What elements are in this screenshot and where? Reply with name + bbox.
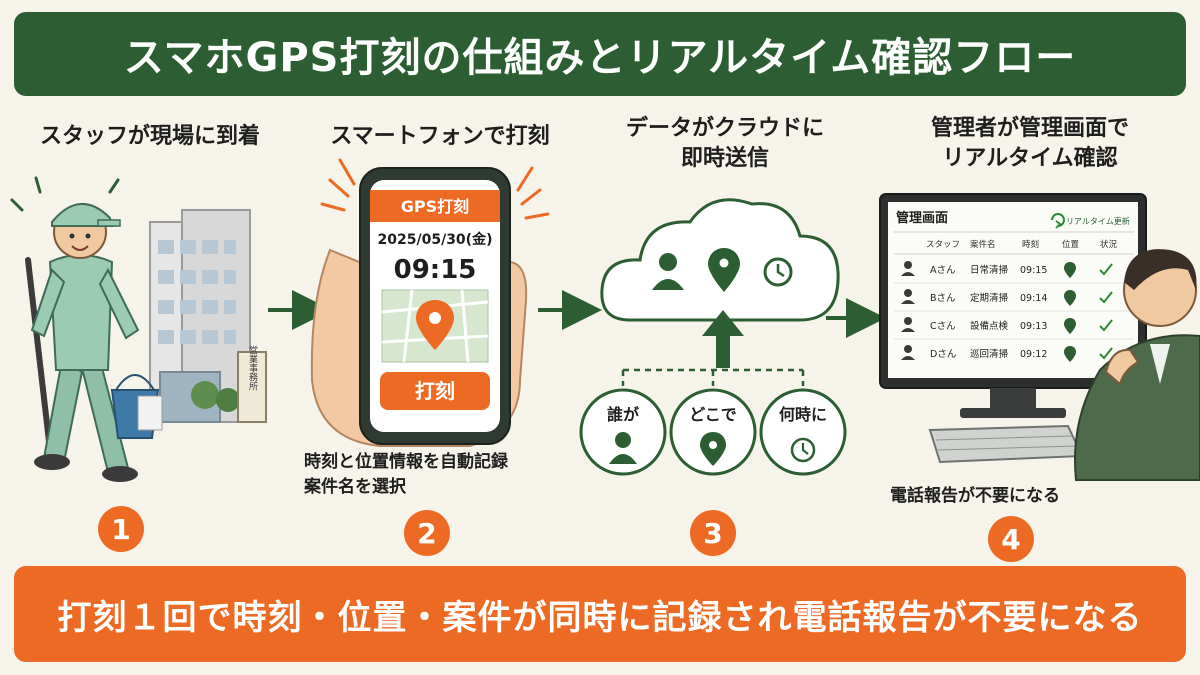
step-1-badge: 1 bbox=[98, 506, 144, 552]
table-row: Dさん 巡回清掃 09:12 bbox=[901, 345, 1113, 362]
building-sign: 営業事務所 bbox=[237, 344, 267, 423]
map-pin-icon bbox=[700, 432, 726, 466]
phone-date: 2025/05/30(金) bbox=[378, 231, 493, 248]
refresh-icon bbox=[1051, 213, 1065, 229]
svg-text:09:12: 09:12 bbox=[1020, 349, 1047, 360]
upload-arrow bbox=[702, 310, 744, 368]
page-title: スマホGPS打刻の仕組みとリアルタイム確認フロー bbox=[123, 35, 1077, 81]
svg-text:スタッフ: スタッフ bbox=[926, 240, 960, 250]
step-3-label-line-1: データがクラウドに bbox=[625, 116, 824, 141]
phone-sparkles bbox=[320, 158, 550, 220]
refresh-label: リアルタイム更新 bbox=[1066, 216, 1130, 226]
svg-text:Cさん: Cさん bbox=[930, 321, 956, 332]
step-2-badge: 2 bbox=[404, 510, 450, 556]
bottom-banner: 打刻１回で時刻・位置・案件が同時に記録され電話報告が不要になる bbox=[14, 566, 1186, 662]
person-icon bbox=[609, 432, 637, 464]
table-row: Cさん 設備点検 09:13 bbox=[901, 317, 1113, 334]
when-circle: 何時に bbox=[759, 388, 847, 476]
svg-text:設備点検: 設備点検 bbox=[970, 320, 1009, 332]
manager bbox=[1074, 249, 1200, 481]
step-2-note-line-1: 時刻と位置情報を自動記録 bbox=[304, 452, 508, 472]
step-4-note: 電話報告が不要になる bbox=[890, 486, 1060, 506]
svg-text:Dさん: Dさん bbox=[930, 349, 956, 360]
svg-text:09:13: 09:13 bbox=[1020, 321, 1047, 332]
clock-icon bbox=[790, 437, 816, 463]
svg-text:Aさん: Aさん bbox=[930, 265, 956, 276]
step-4-badge: 4 bbox=[988, 516, 1034, 562]
svg-text:時刻: 時刻 bbox=[1022, 239, 1039, 250]
bottom-message: 打刻１回で時刻・位置・案件が同時に記録され電話報告が不要になる bbox=[57, 597, 1143, 638]
svg-text:営業事務所: 営業事務所 bbox=[247, 344, 258, 391]
svg-text:位置: 位置 bbox=[1062, 239, 1080, 250]
step-3-label: データがクラウドに 即時送信 bbox=[590, 114, 860, 173]
svg-text:状況: 状況 bbox=[1100, 239, 1118, 250]
admin-title: 管理画面 bbox=[896, 210, 948, 226]
where-circle: どこで bbox=[669, 388, 757, 476]
svg-text:案件名: 案件名 bbox=[970, 239, 996, 250]
cloud-clock-icon bbox=[763, 257, 793, 287]
svg-text:何時に: 何時に bbox=[779, 405, 827, 424]
step-2-note: 時刻と位置情報を自動記録 案件名を選択 bbox=[304, 450, 594, 499]
cloud bbox=[600, 198, 840, 322]
svg-text:どこで: どこで bbox=[689, 405, 737, 424]
office-building bbox=[149, 209, 251, 423]
table-row: Aさん 日常清掃 09:15 bbox=[901, 261, 1113, 278]
svg-text:09:15: 09:15 bbox=[1020, 265, 1047, 276]
who-circle: 誰が bbox=[579, 388, 667, 476]
step-2-note-line-2: 案件名を選択 bbox=[304, 476, 406, 497]
map-pin-icon bbox=[416, 300, 454, 350]
cloud-map-pin-icon bbox=[708, 248, 740, 292]
step-4-label: 管理者が管理画面で リアルタイム確認 bbox=[880, 114, 1180, 173]
punch-button: 打刻 bbox=[415, 379, 455, 403]
step-4-label-line-2: リアルタイム確認 bbox=[942, 145, 1118, 171]
smartphone: GPS打刻 2025/05/30(金) 09:15 打刻 bbox=[359, 167, 511, 445]
svg-text:巡回清掃: 巡回清掃 bbox=[970, 348, 1008, 360]
svg-text:日常清掃: 日常清掃 bbox=[970, 264, 1008, 276]
step-4-label-line-1: 管理者が管理画面で bbox=[930, 116, 1129, 141]
sparkle-lines bbox=[10, 176, 120, 212]
svg-text:誰が: 誰が bbox=[607, 405, 639, 424]
svg-text:定期清掃: 定期清掃 bbox=[970, 292, 1008, 304]
keyboard bbox=[928, 424, 1084, 464]
table-row: Bさん 定期清掃 09:14 bbox=[901, 289, 1113, 306]
svg-text:09:14: 09:14 bbox=[1020, 293, 1047, 304]
step-3-badge: 3 bbox=[690, 510, 736, 556]
step-2-label: スマートフォンで打刻 bbox=[330, 124, 550, 149]
phone-header: GPS打刻 bbox=[401, 197, 469, 216]
title-banner: スマホGPS打刻の仕組みとリアルタイム確認フロー bbox=[14, 12, 1186, 96]
phone-time: 09:15 bbox=[394, 255, 477, 285]
svg-text:Bさん: Bさん bbox=[930, 293, 956, 304]
monitor: 管理画面 リアルタイム更新 スタッフ 案件名 時刻 位置 状況 Aさん 日常清掃… bbox=[879, 193, 1147, 418]
staff-worker bbox=[25, 202, 163, 482]
step-1-label: スタッフが現場に到着 bbox=[39, 124, 260, 149]
table-header: スタッフ 案件名 時刻 位置 状況 bbox=[926, 239, 1118, 250]
dashed-connectors bbox=[621, 368, 805, 386]
cloud-person-icon bbox=[652, 253, 684, 290]
step-3-label-line-2: 即時送信 bbox=[680, 145, 769, 171]
